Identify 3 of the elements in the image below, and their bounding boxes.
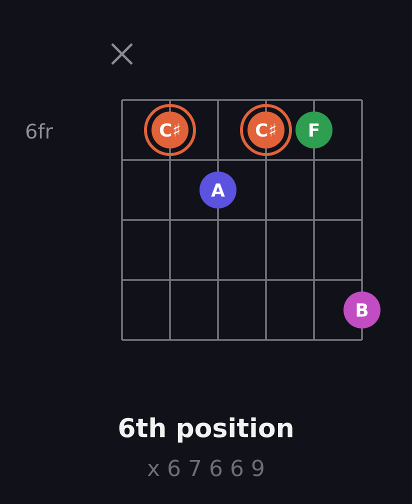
fret-number: 6fr [26,123,53,139]
chord-title: 6th position [119,417,292,443]
fingering-text: x 6 7 6 6 9 [148,460,264,476]
